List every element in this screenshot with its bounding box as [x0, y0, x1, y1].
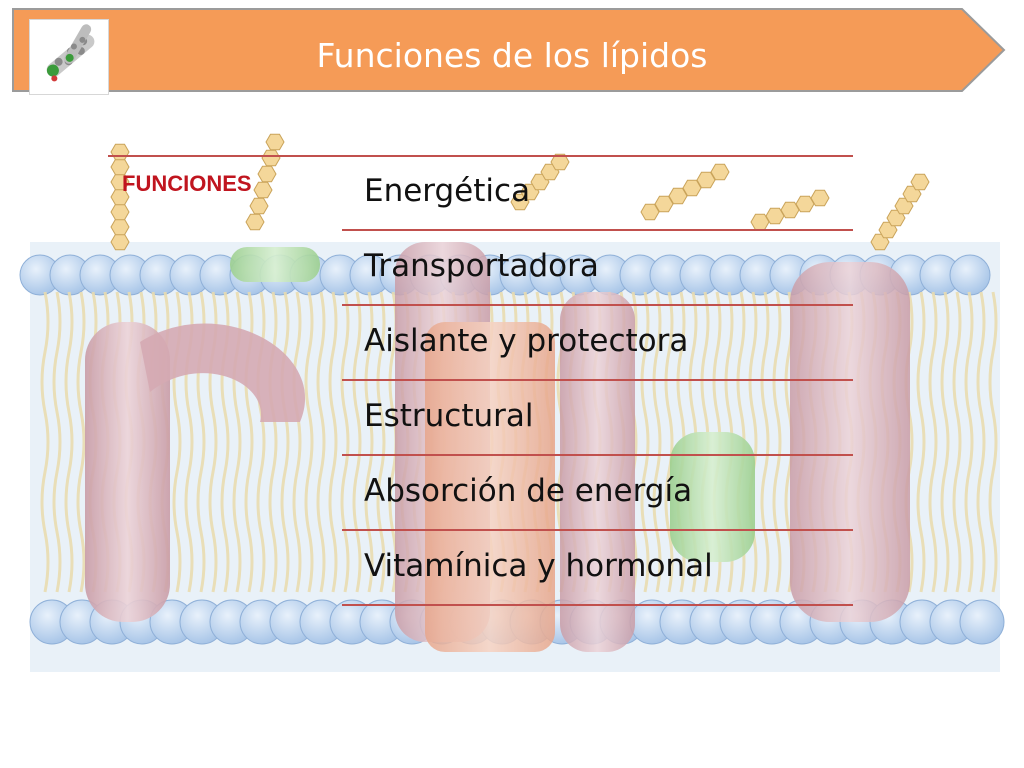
function-item-estructural: Estructural — [342, 382, 853, 456]
section-label: FUNCIONES — [122, 171, 252, 196]
function-item-energetica: Energética — [342, 157, 853, 231]
cell-membrane-illustration — [19, 133, 1005, 672]
title-banner: Funciones de los lípidos — [12, 8, 1006, 95]
lipid-molecule-icon — [29, 19, 109, 95]
banner-shape — [12, 8, 1006, 92]
function-label: Energética — [364, 173, 531, 209]
page-title: Funciones de los lípidos — [316, 36, 708, 75]
table-top-rule — [108, 155, 853, 157]
function-label: Aislante y protectora — [364, 323, 689, 359]
function-label: Vitamínica y hormonal — [364, 548, 713, 584]
function-item-absorcion: Absorción de energía — [342, 457, 853, 531]
function-label: Estructural — [364, 398, 534, 434]
function-label: Absorción de energía — [364, 473, 693, 509]
function-item-transportadora: Transportadora — [342, 232, 853, 306]
function-label: Transportadora — [364, 248, 599, 284]
function-item-vitaminica: Vitamínica y hormonal — [342, 532, 853, 606]
function-item-aislante: Aislante y protectora — [342, 307, 853, 381]
